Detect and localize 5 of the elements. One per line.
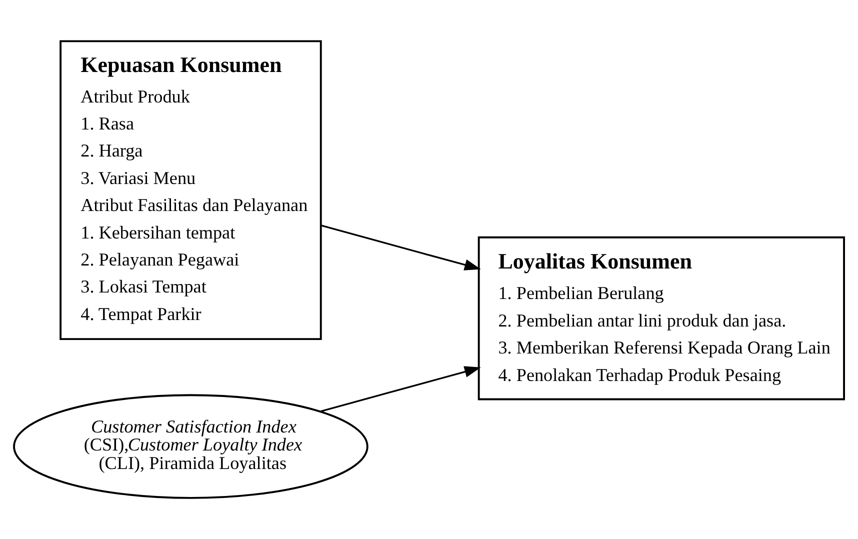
node-box: Kepuasan Konsumen Atribut Produk 1. Rasa 2. Harga 3. Variasi Menu Atribut Fasilitas dan Pelayanan 1. Kebersihan tempat 2. Pelayanan Pegawai 3. Lokasi Tempat 4. Tempat Parkir xyxy=(60,40,322,340)
node-box: Loyalitas Konsumen 1. Pembelian Berulang 2. Pembelian antar lini produk dan jasa. 3. Memberikan Referensi Kepada Orang Lain 4. Penolakan Terhadap Produk Pesaing xyxy=(478,236,845,400)
arrow xyxy=(320,366,481,412)
node-ellipse: Customer Satisfaction Index (CSI),Customer Loyalty Index (CLI), Piramida Loyalitas xyxy=(13,394,368,499)
arrow xyxy=(320,224,481,270)
